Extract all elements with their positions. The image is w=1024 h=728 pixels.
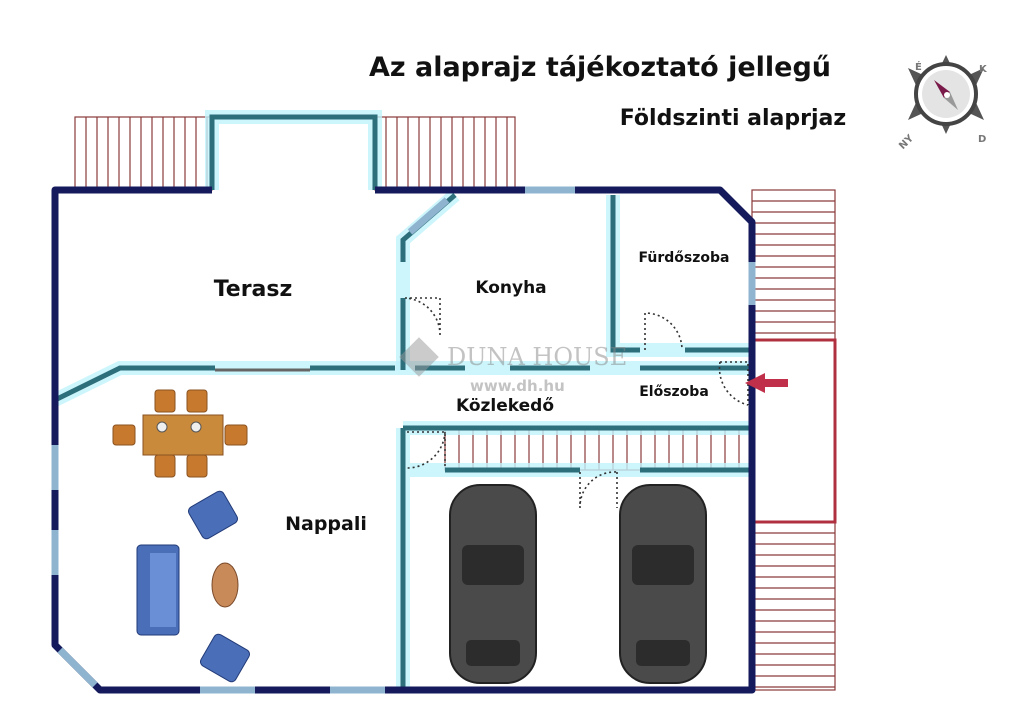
compass-east: K: [979, 64, 988, 75]
entry-arrow-icon: [745, 373, 788, 393]
inner-walls: [53, 114, 750, 690]
plan-title: Az alaprajz tájékoztató jellegű: [369, 52, 831, 83]
room-label-nappali: Nappali: [285, 513, 367, 535]
compass-south: D: [978, 134, 986, 145]
sofa: [136, 544, 180, 636]
room-label-konyha: Konyha: [475, 278, 546, 298]
car-right: [619, 484, 707, 684]
stairs-top-left: [74, 116, 213, 191]
stairs-right-upper: [751, 189, 836, 341]
watermark-logo: DUNA HOUSE www.dh.hu: [399, 337, 627, 395]
plan-subtitle: Földszinti alaprjaz: [620, 106, 846, 131]
watermark-brand: DUNA HOUSE: [447, 343, 627, 371]
compass-north: É: [915, 60, 922, 73]
compass-west: NY: [897, 133, 916, 152]
dining-table: [112, 389, 248, 478]
armchair: [188, 490, 250, 683]
stairs-right-lower: [751, 521, 836, 691]
stairs-top-right: [374, 116, 516, 191]
entry-landing: [750, 338, 837, 524]
coffee-table: [211, 562, 239, 608]
room-label-kozlekedo: Közlekedő: [456, 396, 554, 416]
room-label-furdoszoba: Fürdőszoba: [639, 250, 730, 266]
doors: [404, 297, 749, 509]
compass-icon: É K D NY: [897, 55, 988, 152]
watermark-url: www.dh.hu: [470, 377, 565, 395]
room-label-terasz: Terasz: [214, 277, 293, 302]
car-left: [449, 484, 537, 684]
room-label-eloszoba: Előszoba: [639, 384, 709, 400]
windows: [51, 186, 756, 694]
outer-walls: [51, 186, 756, 694]
